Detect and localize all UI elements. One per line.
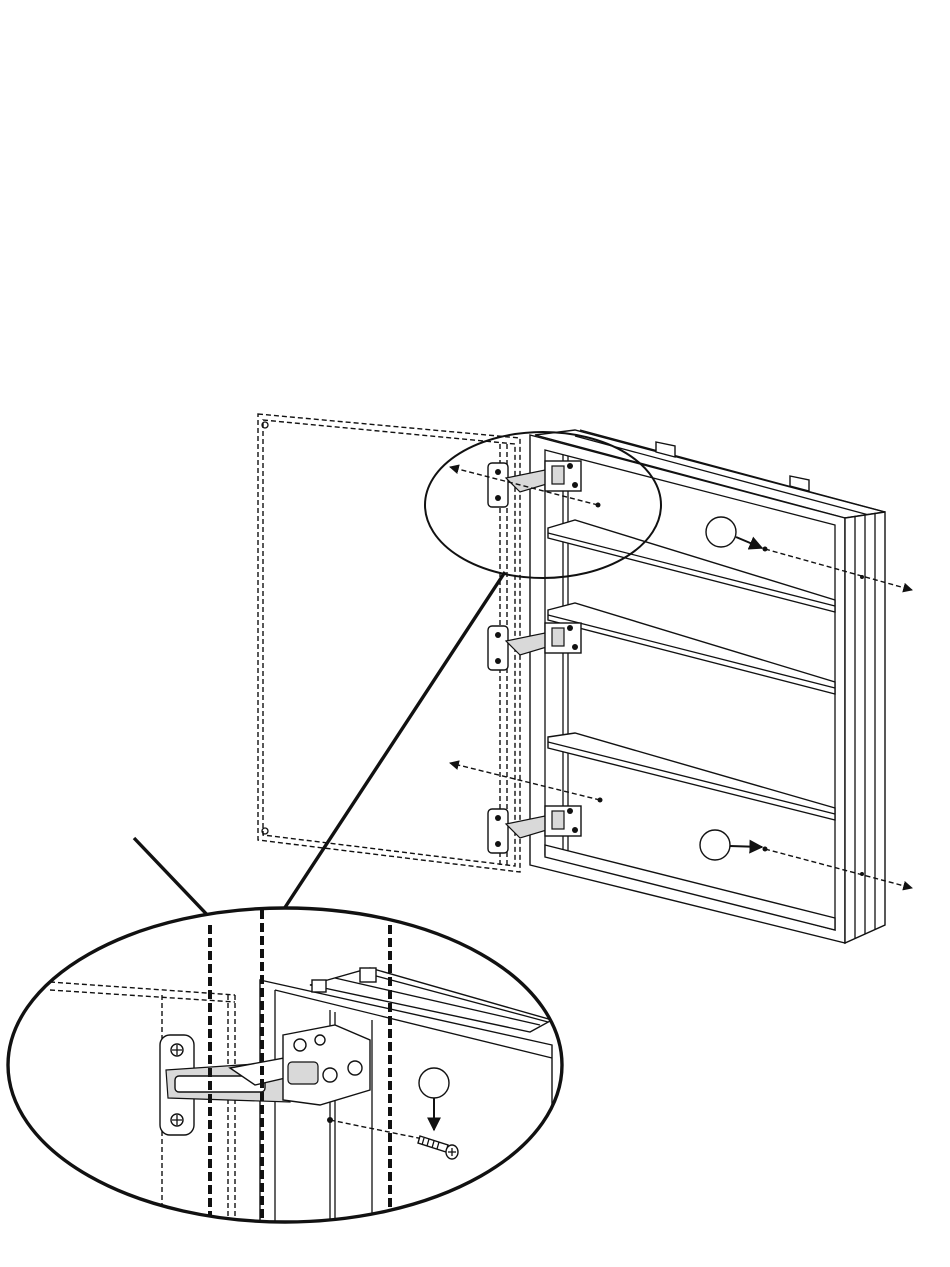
magnify-leader-line [282,572,505,912]
screw-hole [763,547,768,552]
mirror-door-panel [258,414,520,872]
screw-hole [598,798,603,803]
detail-view [0,900,570,1230]
door-corner-screw [262,828,268,834]
screw-hole [763,847,768,852]
screw-hole [596,503,601,508]
